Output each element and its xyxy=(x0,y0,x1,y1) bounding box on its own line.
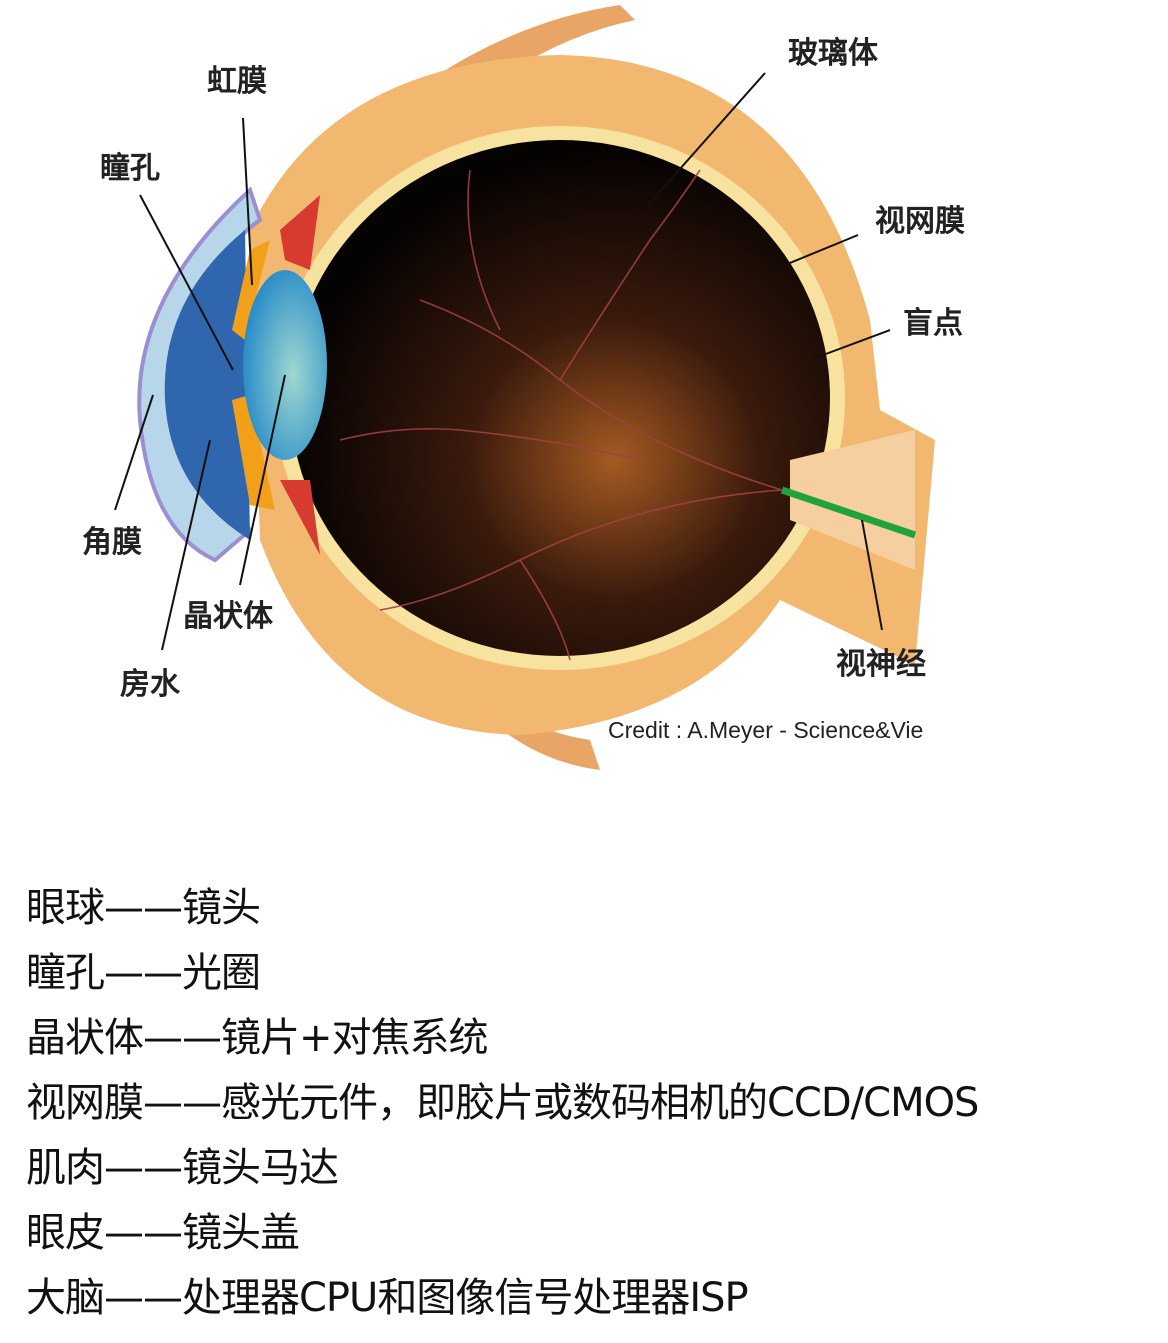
ciliary-body xyxy=(280,195,320,555)
label-cornea: 角膜 xyxy=(82,525,142,560)
label-optic-nerve: 视神经 xyxy=(836,647,926,682)
label-blind-spot: 盲点 xyxy=(903,306,963,341)
image-credit: Credit : A.Meyer - Science&Vie xyxy=(608,717,923,743)
label-aqueous: 房水 xyxy=(120,667,181,702)
aqueous-humor xyxy=(164,230,250,540)
analogy-line: 晶状体——镜片+对焦系统 xyxy=(26,1015,489,1061)
analogy-line: 肌肉——镜头马达 xyxy=(26,1145,339,1191)
analogy-line: 眼皮——镜头盖 xyxy=(26,1210,300,1256)
vitreous-body xyxy=(290,140,830,656)
analogy-line: 大脑——处理器CPU和图像信号处理器ISP xyxy=(26,1275,749,1321)
iris xyxy=(232,240,275,510)
label-retina: 视网膜 xyxy=(875,204,965,239)
analogy-line: 视网膜——感光元件，即胶片或数码相机的CCD/CMOS xyxy=(26,1080,979,1126)
lens xyxy=(243,270,327,460)
label-lens: 晶状体 xyxy=(183,599,274,634)
optic-nerve xyxy=(780,486,917,539)
eye-anatomy-diagram: 虹膜 瞳孔 玻璃体 视网膜 盲点 角膜 晶状体 房水 视神经 Credit : … xyxy=(82,5,965,770)
analogy-list: 眼球——镜头 瞳孔——光圈 晶状体——镜片+对焦系统 视网膜——感光元件，即胶片… xyxy=(26,876,979,1331)
label-vitreous: 玻璃体 xyxy=(788,36,879,71)
analogy-line: 瞳孔——光圈 xyxy=(26,950,261,996)
analogy-line: 眼球——镜头 xyxy=(26,885,261,931)
label-pupil: 瞳孔 xyxy=(100,151,160,186)
label-iris: 虹膜 xyxy=(207,64,267,99)
